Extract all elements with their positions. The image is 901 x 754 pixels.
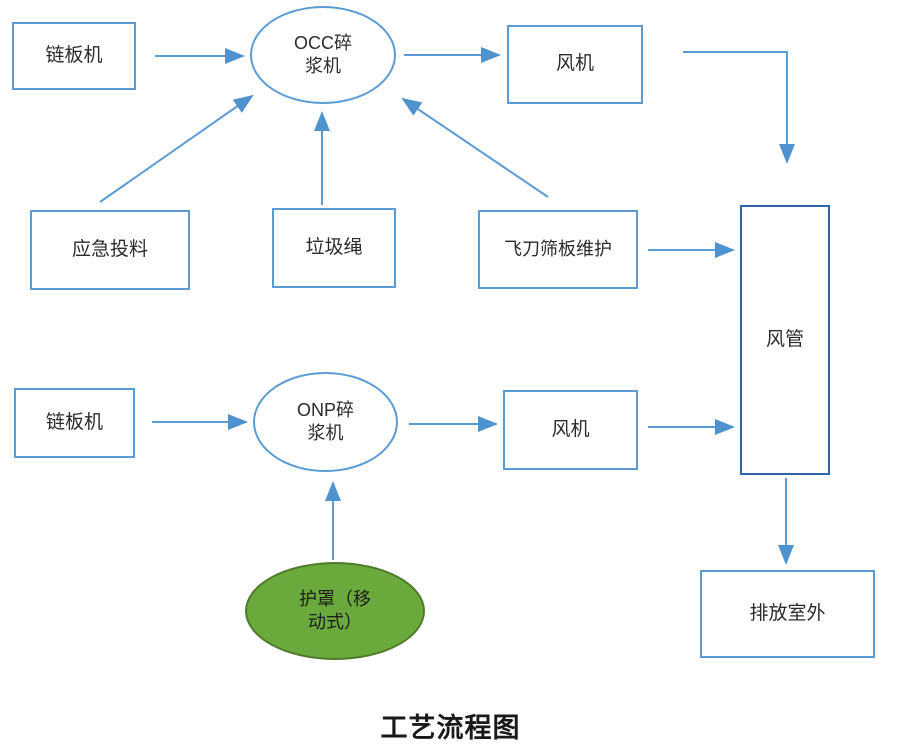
node-label: 链板机 [45,44,103,66]
node-occ-pulper[interactable]: OCC碎 浆机 [250,6,396,104]
node-label: OCC碎 浆机 [294,32,352,76]
node-movable-hood[interactable]: 护罩（移 动式） [245,562,425,660]
edge-knife-screen-to-occ [401,97,549,198]
node-waste-rope[interactable]: 垃圾绳 [272,208,396,288]
diagram-title: 工艺流程图 [380,713,521,743]
node-discharge-outdoor[interactable]: 排放室外 [700,570,875,658]
node-fan-bottom[interactable]: 风机 [503,390,638,470]
node-knife-screen-maintenance[interactable]: 飞刀筛板维护 [478,210,638,289]
node-emergency-feeding[interactable]: 应急投料 [30,210,190,290]
node-label: 风管 [765,328,804,350]
node-label: 飞刀筛板维护 [504,238,612,259]
node-chain-conveyor-bottom[interactable]: 链板机 [14,388,135,458]
node-label: 风机 [555,53,594,75]
node-label: 垃圾绳 [305,236,363,258]
node-label: 护罩（移 动式） [299,588,371,632]
node-label: 链板机 [45,411,103,433]
node-onp-pulper[interactable]: ONP碎 浆机 [253,372,398,472]
node-fan-top[interactable]: 风机 [507,25,643,104]
node-label: 风机 [551,418,590,440]
node-air-duct[interactable]: 风管 [740,205,830,475]
node-label: ONP碎 浆机 [296,399,354,443]
node-label: 应急投料 [71,238,148,260]
node-chain-conveyor-top[interactable]: 链板机 [12,22,136,90]
node-label: 排放室外 [749,602,826,624]
edge-emergency-to-occ [99,94,254,203]
edge-fan-top-to-duct [683,51,795,164]
